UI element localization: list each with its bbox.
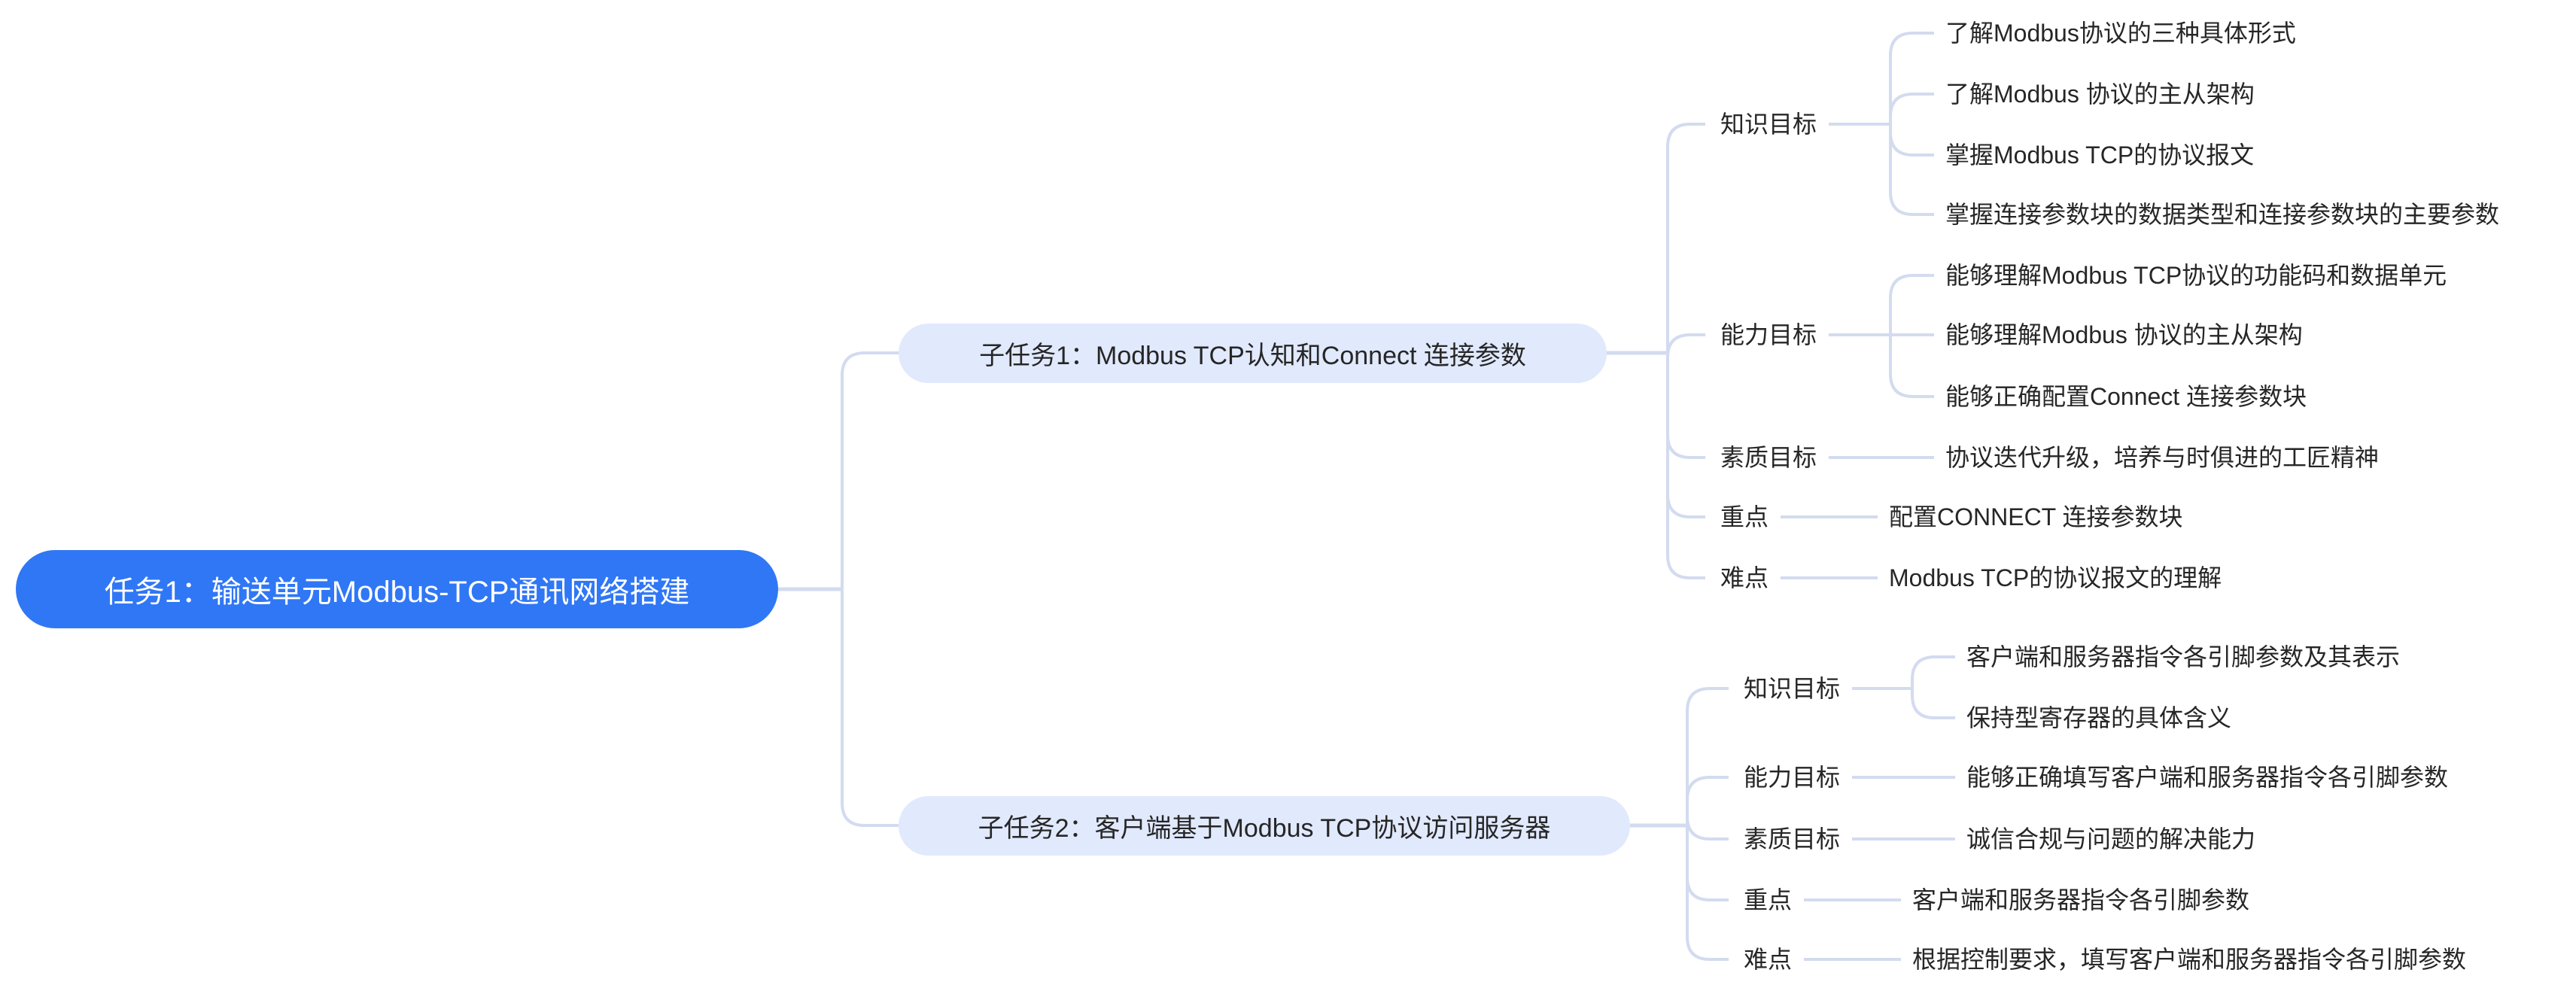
leaf-quality[interactable]: 诚信合规与问题的解决能力 <box>1966 825 2256 853</box>
leaf-branch <box>1889 274 1934 335</box>
leaf-knowledge[interactable]: 客户端和服务器指令各引脚参数及其表示 <box>1966 643 2401 670</box>
leaf-knowledge[interactable]: 掌握连接参数块的数据类型和连接参数块的主要参数 <box>1945 201 2500 228</box>
leaf-quality[interactable]: 协议迭代升级，培养与时俱进的工匠精神 <box>1945 444 2380 471</box>
label-key[interactable]: 重点 <box>1720 503 1769 530</box>
label-difficulty[interactable]: 难点 <box>1720 564 1769 591</box>
branch-key <box>1686 825 1729 901</box>
subtask-1-node[interactable]: 子任务1：Modbus TCP认知和Connect 连接参数 <box>899 324 1607 383</box>
leaf-knowledge[interactable]: 了解Modbus协议的三种具体形式 <box>1945 20 2296 47</box>
leaf-ability[interactable]: 能够正确配置Connect 连接参数块 <box>1945 383 2307 410</box>
label-quality[interactable]: 素质目标 <box>1744 825 1841 853</box>
label-knowledge[interactable]: 知识目标 <box>1720 111 1817 138</box>
root-node[interactable]: 任务1：输送单元Modbus-TCP通讯网络搭建 <box>16 550 778 628</box>
leaf-key[interactable]: 客户端和服务器指令各引脚参数 <box>1912 886 2250 913</box>
leaf-branch <box>1911 655 1955 689</box>
leaf-key[interactable]: 配置CONNECT 连接参数块 <box>1889 503 2183 530</box>
branch-ability <box>1666 333 1705 358</box>
label-ability[interactable]: 能力目标 <box>1720 321 1817 348</box>
leaf-branch <box>1889 93 1934 124</box>
branch-knowledge <box>1666 123 1705 353</box>
leaf-branch <box>1911 689 1955 719</box>
leaf-ability[interactable]: 能够理解Modbus TCP协议的功能码和数据单元 <box>1945 262 2447 289</box>
subtask-2-node[interactable]: 子任务2：客户端基于Modbus TCP协议访问服务器 <box>899 796 1630 856</box>
root-to-subtask-2 <box>841 589 899 827</box>
root-to-subtask-1 <box>841 351 899 589</box>
branch-quality <box>1686 816 1729 840</box>
label-key[interactable]: 重点 <box>1744 886 1793 913</box>
leaf-knowledge[interactable]: 了解Modbus 协议的主从架构 <box>1945 81 2255 108</box>
branch-key <box>1666 353 1705 518</box>
leaf-branch <box>1889 124 1934 216</box>
label-ability[interactable]: 能力目标 <box>1744 764 1841 791</box>
leaf-knowledge[interactable]: 掌握Modbus TCP的协议报文 <box>1945 141 2255 169</box>
branch-ability <box>1686 776 1729 825</box>
leaf-branch <box>1889 32 1934 124</box>
branch-quality <box>1666 353 1705 459</box>
leaf-branch <box>1889 124 1934 157</box>
leaf-knowledge[interactable]: 保持型寄存器的具体含义 <box>1966 704 2232 731</box>
leaf-difficulty[interactable]: 根据控制要求，填写客户端和服务器指令各引脚参数 <box>1912 946 2467 973</box>
label-knowledge[interactable]: 知识目标 <box>1744 675 1841 702</box>
label-difficulty[interactable]: 难点 <box>1744 946 1793 973</box>
leaf-branch <box>1889 335 1934 398</box>
branch-difficulty <box>1666 353 1705 579</box>
label-quality[interactable]: 素质目标 <box>1720 444 1817 471</box>
leaf-ability[interactable]: 能够理解Modbus 协议的主从架构 <box>1945 321 2303 348</box>
branch-knowledge <box>1686 687 1729 825</box>
leaf-ability[interactable]: 能够正确填写客户端和服务器指令各引脚参数 <box>1966 764 2449 791</box>
leaf-difficulty[interactable]: Modbus TCP的协议报文的理解 <box>1889 564 2222 591</box>
branch-difficulty <box>1686 825 1729 961</box>
